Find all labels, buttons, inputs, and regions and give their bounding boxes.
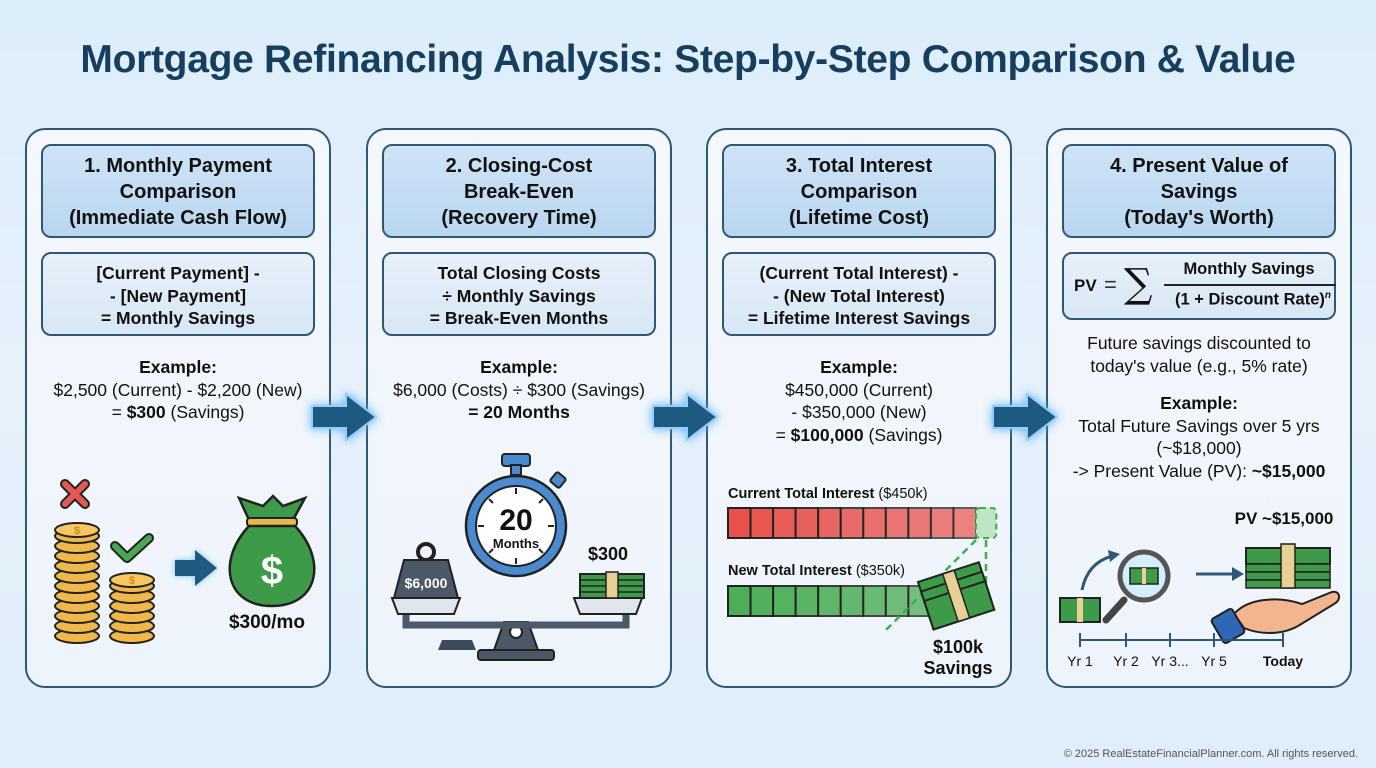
magnifier-icon — [1102, 549, 1171, 624]
timeline-label: Yr 1 — [1067, 653, 1093, 669]
example-text: Example: $2,500 (Current) - $2,200 (New)… — [53, 357, 303, 422]
monthly-savings-caption: $300/mo — [229, 612, 305, 633]
bar-segment — [862, 507, 887, 539]
bill-icon — [1059, 597, 1101, 623]
coin-stack-short-icon: $ — [109, 572, 155, 644]
example-text: Example: $6,000 (Costs) ÷ $300 (Savings)… — [393, 357, 645, 422]
bar-segment — [907, 507, 932, 539]
bar-segment — [839, 585, 865, 617]
open-hand-icon — [1210, 590, 1340, 645]
bar-segment — [862, 585, 887, 617]
svg-text:$: $ — [261, 549, 283, 593]
interest-bars-illustration: $100k Savings — [727, 507, 998, 678]
formula-box: Total Closing Costs ÷ Monthly Savings = … — [382, 252, 656, 336]
bar-segment — [817, 585, 842, 617]
panel-heading: 4. Present Value of Savings (Today's Wor… — [1062, 144, 1336, 238]
weight-icon: $6,000 — [392, 542, 460, 599]
timeline-label: Today — [1263, 653, 1303, 669]
weight-label: $6,000 — [405, 575, 448, 591]
pv-label: PV ~$15,000 — [1235, 509, 1334, 528]
pv-note: Future savings discounted to today's val… — [1087, 333, 1311, 376]
bar-segment — [749, 507, 775, 539]
bar-segment — [772, 585, 797, 617]
coins-illustration: $ $ $ $300/mo — [54, 479, 316, 644]
bar-segment — [772, 507, 797, 539]
money-bag-icon: $ — [228, 494, 316, 608]
green-check-icon — [110, 533, 154, 563]
example-text: Example: $450,000 (Current) - $350,000 (… — [775, 357, 943, 445]
page-title: Mortgage Refinancing Analysis: Step-by-S… — [80, 38, 1296, 81]
timeline-label: Yr 3... — [1151, 653, 1188, 669]
panel-heading: 2. Closing-Cost Break-Even (Recovery Tim… — [382, 144, 656, 238]
timer-unit: Months — [493, 536, 539, 551]
formula-box: (Current Total Interest) - - (New Total … — [722, 252, 996, 336]
cash-stack-icon — [916, 560, 996, 631]
bar-segment — [749, 585, 775, 617]
timeline-label: Yr 5 — [1201, 653, 1227, 669]
cash-stack-icon — [1245, 543, 1331, 589]
cash-stack-icon: $300 — [579, 544, 645, 599]
timeline-ticks: Yr 1 Yr 2 Yr 3... Yr 5 Today — [1067, 633, 1303, 669]
formula-box: [Current Payment] - - [New Payment] = Mo… — [41, 252, 315, 336]
next-step-arrow-icon — [652, 392, 719, 442]
bar-segment — [727, 507, 752, 539]
copyright-footer: © 2025 RealEstateFinancialPlanner.com. A… — [1063, 748, 1358, 760]
new-interest-label: New Total Interest ($350k) — [728, 563, 906, 579]
balance-scale-icon — [390, 597, 644, 661]
timer-number: 20 — [499, 504, 532, 537]
panel-heading: 1. Monthly Payment Comparison (Immediate… — [41, 144, 315, 238]
new-interest-bar — [727, 585, 953, 617]
next-step-arrow-icon — [311, 392, 378, 442]
current-interest-bar — [727, 507, 998, 539]
scale-timer-illustration: 20 Months $6,000 $300 — [390, 453, 645, 661]
panel-total-interest: 3. Total Interest Comparison (Lifetime C… — [706, 128, 1012, 688]
bar-segment — [817, 507, 842, 539]
savings-ghost-segment — [975, 507, 998, 539]
timeline-label: Yr 2 — [1113, 653, 1139, 669]
curved-arrow-icon — [1080, 554, 1113, 591]
panel-present-value: 4. Present Value of Savings (Today's Wor… — [1046, 128, 1352, 688]
savings-caption: Savings — [923, 658, 992, 678]
current-interest-label: Current Total Interest ($450k) — [728, 486, 928, 502]
bar-segment — [727, 585, 752, 617]
cash-label: $300 — [588, 544, 628, 564]
bar-segment — [794, 585, 820, 617]
bar-segment — [952, 507, 977, 539]
panel-break-even: 2. Closing-Cost Break-Even (Recovery Tim… — [366, 128, 672, 688]
arrow-right-icon — [175, 550, 217, 586]
svg-text:$: $ — [74, 525, 80, 537]
bar-segment — [929, 507, 955, 539]
next-step-arrow-icon — [992, 392, 1059, 442]
red-x-icon — [60, 479, 90, 509]
pv-formula-box: PV = ∑ Monthly Savings (1 + Discount Rat… — [1062, 252, 1336, 320]
bar-segment — [839, 507, 865, 539]
panel-monthly-payment: 1. Monthly Payment Comparison (Immediate… — [25, 128, 331, 688]
panel-heading: 3. Total Interest Comparison (Lifetime C… — [722, 144, 996, 238]
savings-amount: $100k — [933, 637, 984, 657]
example-text: Example: Total Future Savings over 5 yrs… — [1072, 393, 1326, 481]
coin-stack-tall-icon: $ — [54, 522, 100, 644]
stopwatch-icon: 20 Months — [464, 453, 568, 578]
bar-segment — [884, 507, 910, 539]
bar-segment — [794, 507, 820, 539]
svg-text:$: $ — [129, 575, 135, 587]
